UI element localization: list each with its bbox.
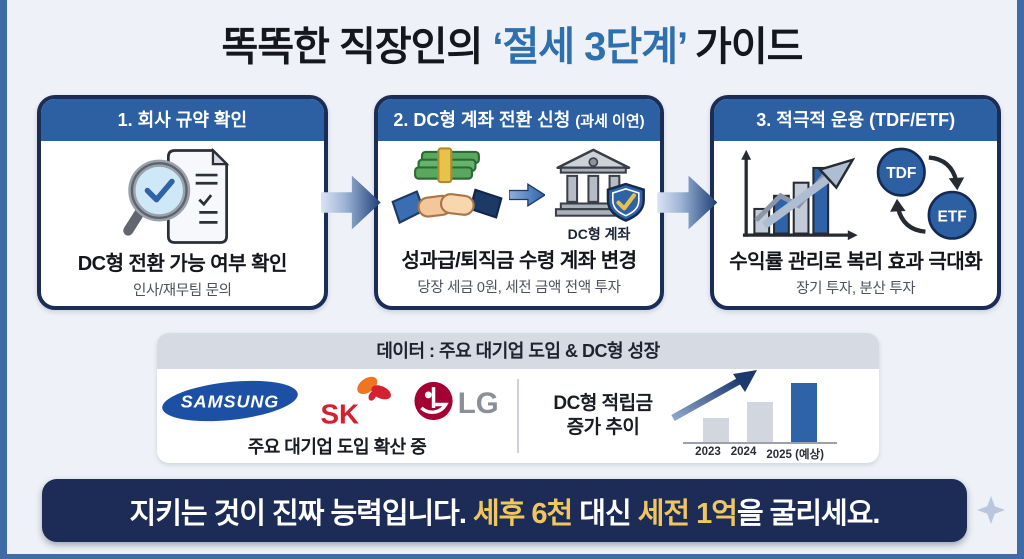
- chart-section: DC형 적립금 증가 추이 2023 2024 2025 (예상): [519, 369, 879, 463]
- step2-header-main: 2. DC형 계좌 전환 신청: [393, 110, 576, 130]
- companies-caption: 주요 대기업 도입 확산 중: [247, 437, 427, 457]
- footer-highlight-2: 세전 1억: [637, 497, 738, 530]
- footer-highlight-1: 세후 6천: [472, 497, 573, 530]
- step-card-2: 2. DC형 계좌 전환 신청 (과세 이연): [373, 95, 665, 310]
- chart-bar: [702, 418, 729, 442]
- steps-row: 1. 회사 규약 확인 DC형 전환 가능 여부 확인 인사: [37, 95, 1002, 310]
- samsung-logo-text: SAMSUNG: [181, 392, 279, 412]
- lg-logo-text: LG: [458, 387, 499, 420]
- chart-axis-label: 2024: [730, 446, 757, 458]
- chart-axis-label: 2025 (예상): [766, 449, 824, 461]
- step3-main-text: 수익률 관리로 복리 효과 극대화: [729, 251, 983, 273]
- chart-bar: [790, 383, 817, 442]
- footer-text-3: 을 굴리세요.: [736, 497, 881, 530]
- step1-main-text: DC형 전환 가능 여부 확인: [77, 253, 288, 275]
- growth-chart-icon: [740, 149, 858, 241]
- chart-rising-arrow-icon: [670, 370, 757, 422]
- step1-body: DC형 전환 가능 여부 확인 인사/재무팀 문의: [41, 141, 324, 306]
- step1-sub-text: 인사/재무팀 문의: [132, 283, 232, 299]
- footer-text-2: 대신: [572, 497, 638, 530]
- step3-header: 3. 적극적 운용 (TDF/ETF): [714, 99, 998, 141]
- step-card-1: 1. 회사 규약 확인 DC형 전환 가능 여부 확인 인사: [37, 95, 328, 310]
- chart-title: DC형 적립금 증가 추이: [553, 392, 653, 440]
- step2-header-note: (과세 이연): [575, 113, 645, 130]
- sparkle-icon: [977, 496, 1005, 524]
- sk-logo: SK: [320, 376, 391, 429]
- mini-bar-chart-bars: [682, 378, 837, 444]
- mini-bar-chart: 2023 2024 2025 (예상): [670, 370, 845, 462]
- tdf-badge-label: TDF: [886, 165, 916, 182]
- title-prefix: 똑똑한 직장인의: [221, 25, 493, 69]
- footer-text-1: 지키는 것이 진짜 능력입니다.: [129, 497, 473, 530]
- chart-axis-label: 2023: [695, 446, 721, 458]
- lg-logo: LG: [414, 381, 499, 420]
- company-logos: SAMSUNG SK LG: [159, 373, 515, 429]
- mini-bar-chart-labels: 2023 2024 2025 (예상): [675, 446, 845, 462]
- flow-arrow-icon-2: [657, 175, 718, 230]
- chart-title-line1: DC형 적립금: [553, 393, 653, 415]
- title-suffix: 가이드: [686, 25, 803, 69]
- samsung-logo: SAMSUNG: [162, 380, 298, 422]
- bank-column: DC형 계좌: [551, 145, 647, 244]
- page-title: 똑똑한 직장인의 ‘절세 3단계’ 가이드: [7, 14, 1017, 72]
- sk-logo-text: SK: [320, 399, 359, 429]
- data-panel-body: SAMSUNG SK LG 주요 대기업 도입 확산 중: [157, 369, 879, 463]
- step1-icon-zone: [45, 145, 320, 247]
- chart-bar: [746, 402, 773, 442]
- bank-shield-icon: [554, 148, 645, 222]
- money-handshake-icon: [391, 146, 503, 224]
- tdf-etf-cycle-icon: TDF ETF: [876, 147, 977, 240]
- document-magnifier-icon: [123, 147, 230, 244]
- flow-arrow-icon-1: [320, 175, 381, 230]
- title-highlight: ‘절세 3단계’: [492, 25, 687, 69]
- panel-divider: [517, 379, 519, 453]
- step2-icon-zone: DC형 계좌: [382, 145, 657, 244]
- step3-icon-zone: TDF ETF: [718, 145, 993, 245]
- step2-header: 2. DC형 계좌 전환 신청 (과세 이연): [377, 99, 661, 141]
- chart-title-line2: 증가 추이: [566, 417, 640, 438]
- step2-body: DC형 계좌 성과급/퇴직금 수령 계좌 변경 당장 세금 0원, 세전 금액 …: [378, 141, 661, 306]
- step3-body: TDF ETF 수익률 관리로 복리 효과 극대화 장기 투자, 분산 투자: [714, 141, 997, 306]
- step-card-3: 3. 적극적 운용 (TDF/ETF): [710, 95, 1002, 310]
- companies-section: SAMSUNG SK LG 주요 대기업 도입 확산 중: [157, 369, 517, 463]
- data-panel-header: 데이터 : 주요 대기업 도입 & DC형 성장: [157, 333, 879, 369]
- data-panel: 데이터 : 주요 대기업 도입 & DC형 성장 SAMSUNG SK: [157, 333, 879, 463]
- dc-account-label: DC형 계좌: [567, 226, 631, 242]
- step2-sub-text: 당장 세금 0원, 세전 금액 전액 투자: [417, 280, 621, 296]
- step1-header: 1. 회사 규약 확인: [41, 99, 324, 141]
- step3-sub-text: 장기 투자, 분산 투자: [796, 281, 916, 297]
- etf-badge-label: ETF: [937, 208, 966, 225]
- small-right-arrow-icon: [509, 182, 545, 207]
- step2-main-text: 성과급/퇴직금 수령 계좌 변경: [401, 250, 637, 272]
